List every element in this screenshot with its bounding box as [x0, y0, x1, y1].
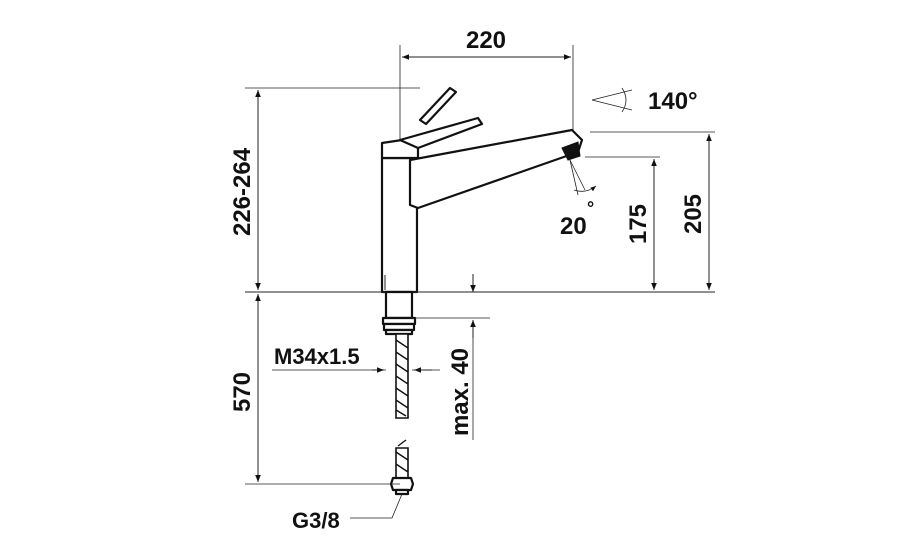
- reach-label: 220: [466, 27, 506, 54]
- total-height-label: 205: [680, 194, 707, 234]
- total-height-dimension: 205: [590, 131, 715, 290]
- spout-height-label: 175: [625, 204, 652, 244]
- faucet-body: [380, 116, 584, 294]
- swivel-angle-label: 140°: [648, 88, 698, 115]
- counter-thickness-label: max. 40: [447, 348, 474, 436]
- spray-angle-unit: °: [587, 198, 594, 218]
- reach-dimension: 220: [399, 27, 574, 140]
- swivel-angle: 140°: [591, 87, 698, 115]
- mounting-thread-label: M34x1.5: [274, 344, 360, 369]
- mounting-thread-dimension: M34x1.5: [272, 344, 440, 373]
- overall-height-label: 226-264: [229, 147, 256, 236]
- supply-hose: [389, 333, 415, 496]
- spout-height-dimension: 175: [585, 156, 660, 290]
- hose-length-dimension: 570: [229, 294, 400, 485]
- connection-thread-callout: G3/8: [292, 493, 403, 533]
- overall-height-dimension: 226-264: [229, 87, 420, 290]
- mounting-shank: [381, 290, 417, 336]
- hose-length-label: 570: [229, 372, 256, 412]
- connection-thread-label: G3/8: [292, 508, 340, 533]
- lever-open-position: [418, 86, 458, 126]
- spray-angle-value: 20: [560, 213, 587, 240]
- counter-thickness-dimension: max. 40: [410, 274, 490, 440]
- spray-angle: 20 °: [560, 159, 597, 240]
